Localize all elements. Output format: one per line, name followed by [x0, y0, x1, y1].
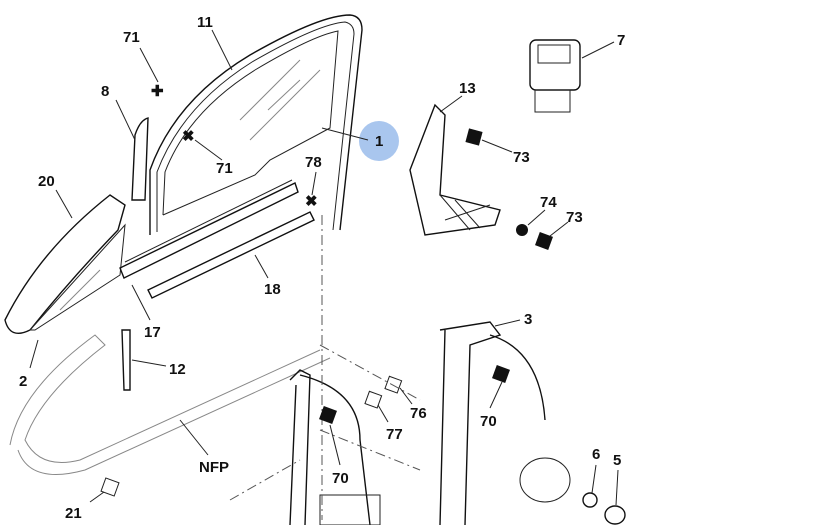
waist-seal-strips [119, 179, 315, 299]
callout-13[interactable]: 13 [459, 80, 476, 97]
window-regulator-right [439, 321, 571, 525]
vertical-seal [121, 329, 131, 391]
mirror-bracket [409, 103, 501, 236]
marker-square [535, 232, 553, 250]
leader-lines [29, 29, 619, 506]
clip-21 [100, 477, 120, 497]
callout-17[interactable]: 17 [144, 324, 161, 341]
callout-6[interactable]: 6 [592, 446, 600, 463]
bushing-5 [604, 505, 626, 525]
callout-70[interactable]: 70 [480, 413, 497, 430]
clip-76 [384, 375, 403, 394]
callout-nfp[interactable]: NFP [199, 459, 229, 476]
door-seal-nfp [9, 334, 331, 475]
callout-18[interactable]: 18 [264, 281, 281, 298]
callout-21[interactable]: 21 [65, 505, 82, 522]
marker-dot [516, 224, 528, 236]
window-switch [529, 39, 581, 113]
callout-73-b[interactable]: 73 [566, 209, 583, 226]
plus-marker: ✚ [151, 83, 164, 100]
plus-marker: ✖ [182, 128, 195, 145]
callout-74[interactable]: 74 [540, 194, 557, 211]
door-window-glass [149, 14, 363, 235]
callout-11[interactable]: 11 [197, 14, 213, 31]
selected-callout-highlight [359, 121, 399, 161]
callout-5[interactable]: 5 [613, 452, 621, 469]
rear-channel-strip [131, 117, 149, 201]
callout-76[interactable]: 76 [410, 405, 427, 422]
callout-77[interactable]: 77 [386, 426, 403, 443]
callout-2[interactable]: 2 [19, 373, 27, 390]
callout-8[interactable]: 8 [101, 83, 109, 100]
callout-71[interactable]: 71 [123, 29, 140, 46]
quarter-glass [4, 194, 126, 334]
callout-70-b[interactable]: 70 [332, 470, 349, 487]
callout-12[interactable]: 12 [169, 361, 186, 378]
callout-1[interactable]: 1 [375, 133, 383, 150]
marker-square [492, 365, 510, 383]
clip-77 [364, 390, 383, 409]
window-regulator-left [289, 369, 381, 525]
washer-6 [582, 492, 598, 508]
marker-square [465, 128, 483, 146]
callout-73[interactable]: 73 [513, 149, 530, 166]
callout-71-b[interactable]: 71 [216, 160, 233, 177]
callout-7[interactable]: 7 [617, 32, 625, 49]
plus-marker: ✖ [305, 193, 318, 210]
callout-20[interactable]: 20 [38, 173, 55, 190]
marker-square [319, 406, 337, 424]
callout-3[interactable]: 3 [524, 311, 532, 328]
callout-78[interactable]: 78 [305, 154, 322, 171]
